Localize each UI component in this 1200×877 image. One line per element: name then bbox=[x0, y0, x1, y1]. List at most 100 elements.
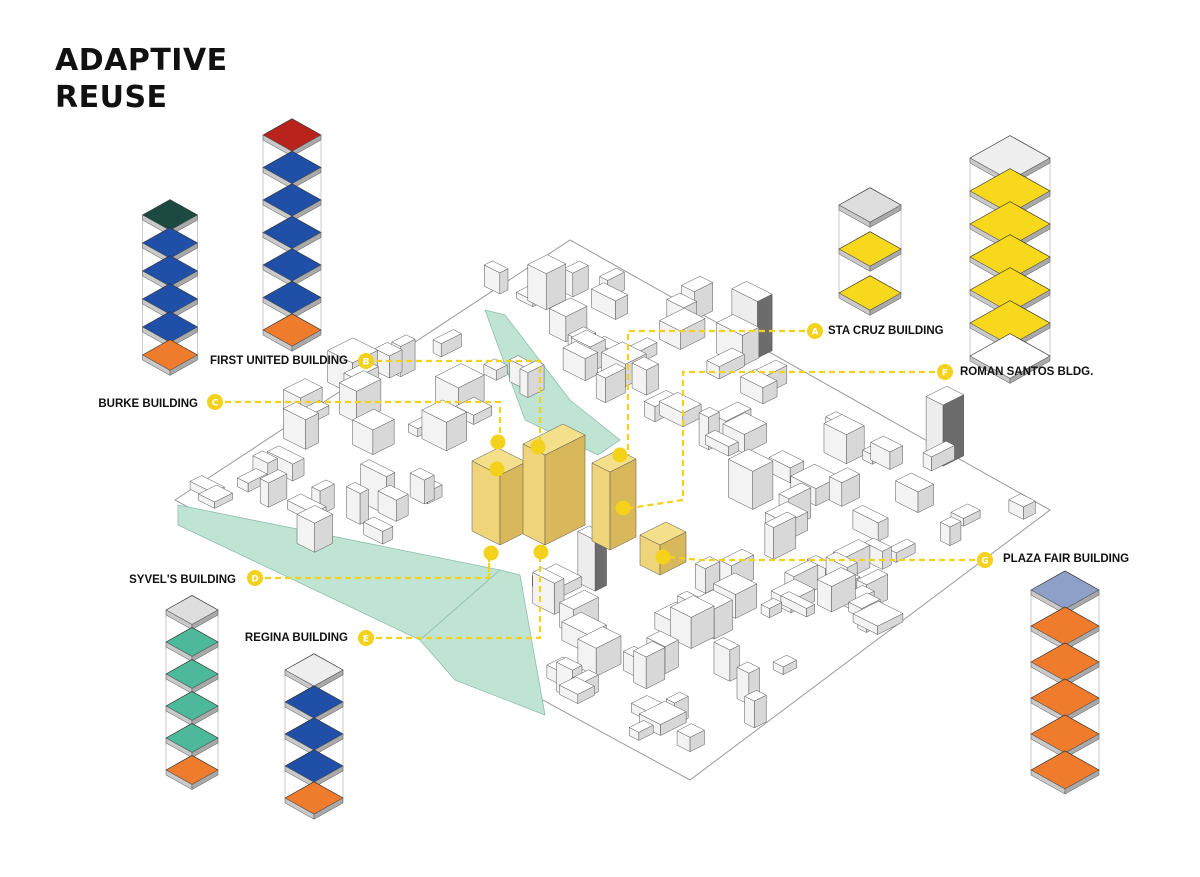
floor-slab bbox=[1030, 570, 1100, 610]
badge-circle bbox=[247, 570, 263, 586]
badge-circle bbox=[977, 552, 993, 568]
context-block bbox=[577, 626, 622, 677]
context-block bbox=[259, 469, 288, 508]
floor-slab bbox=[284, 685, 344, 719]
floor-slab bbox=[1030, 678, 1100, 718]
title-line-1: ADAPTIVE bbox=[55, 43, 228, 78]
floor-slab bbox=[1030, 714, 1100, 754]
context-block bbox=[870, 435, 904, 470]
context-block bbox=[828, 467, 861, 507]
leader-line bbox=[629, 370, 945, 510]
floor-slab bbox=[165, 723, 219, 753]
floor-slab bbox=[1030, 642, 1100, 682]
context-block bbox=[562, 341, 599, 382]
context-block bbox=[374, 342, 403, 379]
slab-edge bbox=[869, 248, 902, 272]
building-marker-dot bbox=[533, 544, 549, 560]
context-block bbox=[558, 676, 595, 705]
context-block bbox=[727, 448, 774, 510]
roman-santos-bldg-stack bbox=[969, 135, 1051, 384]
context-block bbox=[780, 591, 816, 618]
leader-line bbox=[366, 359, 542, 447]
slab-edge bbox=[869, 292, 902, 316]
leader-line bbox=[366, 552, 542, 640]
slab-edge bbox=[1064, 769, 1100, 795]
floor-slab bbox=[165, 627, 219, 657]
plaza-fair-building-stack bbox=[1030, 570, 1100, 795]
context-block bbox=[706, 347, 745, 380]
sta-cruz-building-stack bbox=[838, 187, 902, 316]
building-marker-dot bbox=[655, 549, 671, 565]
floor-slab bbox=[262, 118, 322, 152]
context-block bbox=[722, 412, 768, 454]
label-first-united-building: FIRST UNITED BUILDING bbox=[210, 355, 348, 367]
context-block bbox=[823, 414, 865, 465]
highlighted-building bbox=[471, 447, 527, 546]
context-block bbox=[1008, 493, 1036, 520]
context-block bbox=[296, 505, 334, 553]
label-burke-building: BURKE BUILDING bbox=[98, 398, 198, 410]
badge-letter: D bbox=[251, 575, 258, 585]
badge-circle bbox=[358, 353, 374, 369]
floor-slab bbox=[838, 231, 902, 267]
slab-edge bbox=[169, 354, 198, 376]
floor-slab bbox=[141, 311, 199, 343]
slab-edge bbox=[191, 769, 219, 790]
building-letter-badge: B bbox=[358, 353, 374, 369]
building-marker-dot bbox=[612, 447, 628, 463]
highlighted-buildings bbox=[471, 423, 687, 576]
floor-slab bbox=[165, 659, 219, 689]
canal-south bbox=[419, 569, 546, 716]
context-block bbox=[658, 307, 706, 350]
badge-letter: G bbox=[981, 557, 988, 567]
floor-slab bbox=[284, 781, 344, 815]
context-block bbox=[676, 723, 705, 753]
syvels-building-stack bbox=[165, 595, 219, 790]
floor-slab bbox=[165, 755, 219, 785]
floor-slab bbox=[262, 150, 322, 185]
context-block bbox=[282, 401, 320, 450]
floor-slab bbox=[262, 215, 322, 250]
slab-edge bbox=[1009, 355, 1051, 384]
floor-slab bbox=[262, 313, 322, 347]
highlighted-building bbox=[639, 521, 687, 576]
floor-slab bbox=[1030, 606, 1100, 646]
badge-letter: A bbox=[812, 328, 819, 338]
context-block bbox=[669, 595, 715, 649]
slab-edge bbox=[291, 329, 322, 352]
label-syvels-building: SYVEL'S BUILDING bbox=[129, 574, 236, 586]
context-block bbox=[527, 254, 567, 311]
context-block bbox=[939, 516, 962, 546]
context-block bbox=[198, 484, 234, 509]
floor-slab bbox=[284, 749, 344, 783]
building-letter-badge: D bbox=[247, 570, 263, 586]
slab-edge bbox=[869, 204, 902, 228]
city-block-site bbox=[174, 239, 1051, 781]
context-block bbox=[760, 597, 783, 619]
highlighted-building bbox=[591, 449, 637, 551]
context-block bbox=[351, 408, 395, 456]
regina-building-stack bbox=[284, 653, 344, 820]
building-letter-badge: F bbox=[937, 364, 953, 380]
canal-north bbox=[484, 309, 621, 456]
context-block bbox=[658, 392, 702, 428]
floor-slab bbox=[141, 199, 199, 231]
floor-slab bbox=[141, 255, 199, 287]
leader-line bbox=[215, 400, 502, 442]
context-block bbox=[595, 363, 626, 404]
badge-circle bbox=[358, 630, 374, 646]
context-block bbox=[764, 511, 797, 560]
building-letter-badge: E bbox=[358, 630, 374, 646]
badge-letter: B bbox=[363, 358, 370, 368]
building-marker-dot bbox=[489, 461, 505, 477]
floor-slab bbox=[165, 595, 219, 625]
building-marker-dot bbox=[615, 500, 631, 516]
building-marker-dot bbox=[490, 434, 506, 450]
floor-slab bbox=[262, 248, 322, 282]
slab-edge bbox=[313, 797, 344, 820]
title-line-2: REUSE bbox=[55, 80, 168, 115]
first-united-building-stack bbox=[262, 118, 322, 352]
context-block bbox=[895, 472, 935, 514]
leader-line bbox=[669, 555, 985, 562]
